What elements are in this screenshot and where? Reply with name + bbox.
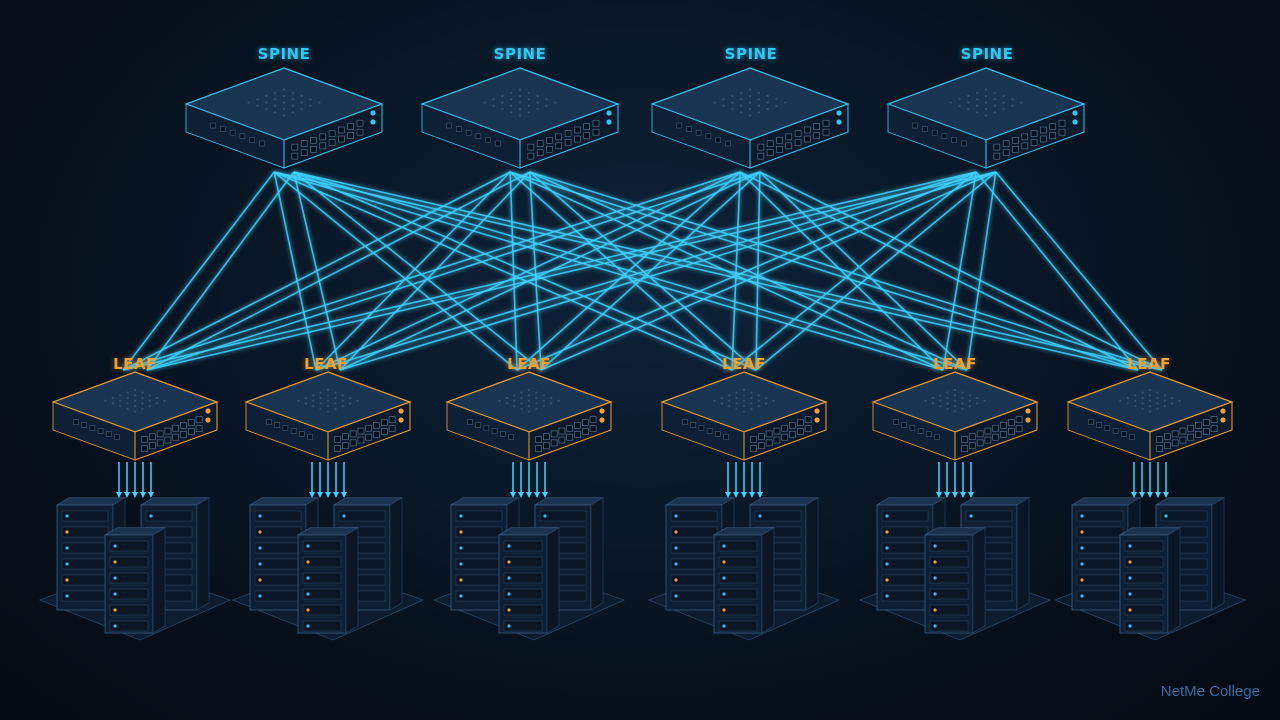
fabric-link-s3-l4 [731, 171, 741, 371]
fabric-link-s3-l3 [540, 171, 761, 371]
server-cluster-1 [38, 462, 232, 641]
server-cluster-3 [432, 462, 626, 641]
leaf-switch-2 [244, 371, 412, 461]
fabric-link-s2-l3 [509, 171, 518, 371]
fabric-link-s3-l1 [122, 171, 741, 371]
leaf-label-2: LEAF [304, 355, 348, 373]
leaf-switch-5 [871, 371, 1039, 461]
leaf-label-6: LEAF [1127, 355, 1171, 373]
fabric-link-s1-l3 [273, 171, 518, 371]
leaf-switch-6 [1066, 371, 1234, 461]
spine-label-4: SPINE [960, 45, 1014, 63]
server-rack [875, 497, 947, 611]
fabric-link-s1-l2 [273, 171, 317, 371]
fabric-link-s4-l4 [731, 171, 977, 371]
fabric-link-s4-l4 [755, 171, 997, 371]
server-rack [1118, 527, 1182, 634]
server-rack [296, 527, 360, 634]
fabric-link-s2-l6 [509, 171, 1139, 371]
fabric-link-s3-l4 [755, 171, 761, 371]
fabric-link-s3-l3 [516, 171, 741, 371]
watermark-text: NetMe College [1160, 683, 1260, 700]
fabric-link-s4-l1 [146, 171, 996, 371]
fabric-link-s2-l3 [529, 171, 542, 371]
fabric-link-s2-l4 [529, 171, 757, 371]
fabric-link-s3-l6 [759, 171, 1163, 371]
server-rack [497, 527, 561, 634]
spine-switch-1 [184, 67, 384, 169]
fabric-link-s4-l2 [315, 171, 977, 371]
fabric-link-s4-l5 [942, 171, 977, 371]
fabric-link-s3-l1 [146, 171, 761, 371]
server-rack [449, 497, 521, 611]
server-cluster-4 [647, 462, 841, 641]
fabric-link-s1-l4 [273, 171, 733, 371]
fabric-link-s4-l3 [540, 171, 997, 371]
leaf-switch-1 [51, 371, 219, 461]
fabric-link-s2-l1 [122, 171, 511, 371]
fabric-link-s4-l3 [516, 171, 977, 371]
fabric-link-s1-l1 [146, 171, 295, 371]
fabric-link-s1-l4 [293, 171, 757, 371]
leaf-label-3: LEAF [507, 355, 551, 373]
fabric-link-s1-l6 [274, 171, 1139, 371]
fabric-link-s4-l6 [995, 171, 1163, 371]
fabric-link-s1-l1 [122, 171, 275, 371]
fabric-link-s1-l5 [293, 171, 968, 371]
server-rack [923, 527, 987, 634]
leaf-label-5: LEAF [933, 355, 977, 373]
fabric-link-s2-l5 [509, 171, 944, 371]
fabric-link-s3-l5 [739, 171, 944, 371]
spine-switch-4 [886, 67, 1086, 169]
fabric-link-s4-l6 [975, 171, 1139, 371]
fabric-link-s4-l5 [966, 171, 997, 371]
fabric-link-s3-l6 [739, 171, 1139, 371]
server-cluster-6 [1053, 462, 1247, 641]
fabric-link-s2-l4 [509, 171, 733, 371]
fabric-link-s1-l5 [273, 171, 944, 371]
leaf-switch-3 [445, 371, 613, 461]
spine-label-2: SPINE [493, 45, 547, 63]
server-rack [712, 527, 776, 634]
fabric-link-s3-l5 [759, 171, 968, 371]
leaf-label-4: LEAF [722, 355, 766, 373]
server-cluster-5 [858, 462, 1052, 641]
server-rack [103, 527, 167, 634]
link-bundle [122, 171, 1163, 371]
fabric-link-s2-l2 [315, 171, 511, 371]
spine-switch-3 [650, 67, 850, 169]
leaf-label-1: LEAF [113, 355, 157, 373]
fabric-link-s2-l2 [339, 171, 531, 371]
leaf-switch-4 [660, 371, 828, 461]
fabric-link-s4-l2 [339, 171, 997, 371]
server-rack [664, 497, 736, 611]
fabric-link-s4-l1 [122, 171, 977, 371]
fabric-link-s3-l2 [315, 171, 741, 371]
server-rack [55, 497, 127, 611]
server-cluster-2 [231, 462, 425, 641]
spine-switch-2 [420, 67, 620, 169]
fabric-link-s1-l3 [293, 171, 542, 371]
spine-label-1: SPINE [257, 45, 311, 63]
spine-label-3: SPINE [724, 45, 778, 63]
fabric-link-s2-l1 [146, 171, 531, 371]
